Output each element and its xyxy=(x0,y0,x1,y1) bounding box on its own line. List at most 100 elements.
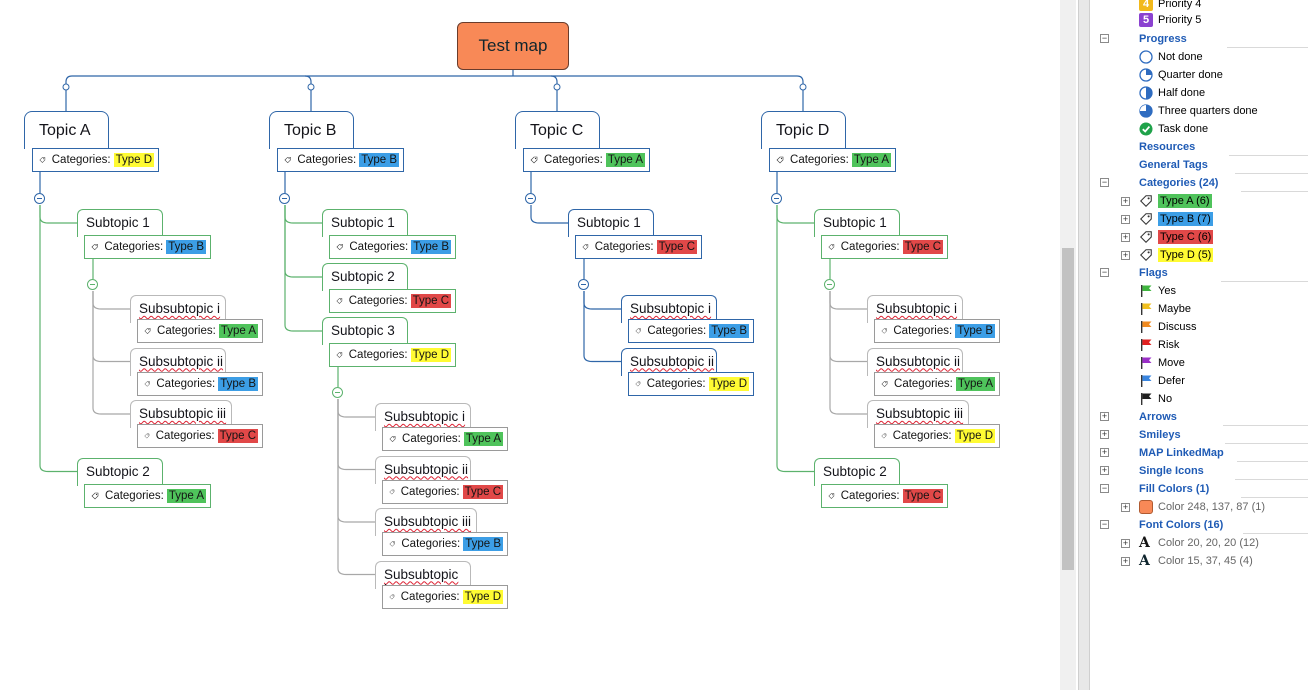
category-box[interactable]: Categories:Type C xyxy=(575,235,702,259)
marker-group-header[interactable]: Fill Colors (1) xyxy=(1139,480,1209,498)
expand-group-toggle[interactable]: + xyxy=(1121,502,1130,512)
collapse-toggle[interactable] xyxy=(279,193,290,204)
category-box[interactable]: Categories:Type C xyxy=(137,424,263,448)
marker-group-header[interactable]: Categories (24) xyxy=(1139,174,1218,192)
category-box[interactable]: Categories:Type A xyxy=(523,148,650,172)
category-box[interactable]: Categories:Type D xyxy=(382,584,508,609)
collapse-group-toggle[interactable]: − xyxy=(1100,267,1109,277)
marker-group-header[interactable]: Single Icons xyxy=(1139,462,1204,480)
category-filter-item[interactable]: Type B (7) xyxy=(1139,210,1213,228)
expand-group-toggle[interactable]: + xyxy=(1121,214,1130,224)
expand-group-toggle[interactable]: + xyxy=(1121,556,1130,566)
expand-group-toggle[interactable]: + xyxy=(1121,250,1130,260)
category-box[interactable]: Categories:Type B xyxy=(277,148,404,172)
category-box[interactable]: Categories:Type D xyxy=(329,343,456,367)
scrollbar-thumb[interactable] xyxy=(1062,248,1074,570)
collapse-toggle[interactable] xyxy=(34,193,45,204)
expand-group-toggle[interactable]: + xyxy=(1100,411,1109,421)
marker-group-header[interactable]: Arrows xyxy=(1139,408,1177,426)
fill-color-item[interactable]: Color 248, 137, 87 (1) xyxy=(1139,498,1265,516)
subsubtopic-node[interactable]: Subsubtopic iii xyxy=(867,400,969,428)
flag-item[interactable]: Maybe xyxy=(1139,300,1191,318)
subsubtopic-node[interactable]: Subsubtopic ii xyxy=(867,347,963,376)
category-box[interactable]: Categories:Type C xyxy=(821,483,948,508)
marker-group-header[interactable]: Font Colors (16) xyxy=(1139,516,1223,534)
category-box[interactable]: Categories:Type C xyxy=(821,235,948,259)
marker-group-header[interactable]: General Tags xyxy=(1139,156,1208,174)
marker-group-header[interactable]: Progress xyxy=(1139,30,1187,48)
flag-item[interactable]: Yes xyxy=(1139,282,1176,300)
expand-group-toggle[interactable]: + xyxy=(1100,465,1109,475)
collapse-group-toggle[interactable]: − xyxy=(1100,177,1109,187)
topic-node[interactable]: Topic B xyxy=(269,111,354,149)
flag-item[interactable]: Move xyxy=(1139,354,1185,372)
category-box[interactable]: Categories:Type B xyxy=(329,235,456,259)
subsubtopic-node[interactable]: Subsubtopic i xyxy=(621,295,717,323)
category-box[interactable]: Categories:Type A xyxy=(382,427,508,451)
subsubtopic-node[interactable]: Subsubtopic iii xyxy=(375,508,477,536)
subsubtopic-node[interactable]: Subsubtopic ii xyxy=(375,455,471,484)
category-box[interactable]: Categories:Type D xyxy=(874,424,1000,448)
subsubtopic-node[interactable]: Subsubtopic iii xyxy=(130,400,232,428)
flag-item[interactable]: Defer xyxy=(1139,372,1185,390)
category-box[interactable]: Categories:Type A xyxy=(769,148,896,172)
topic-node[interactable]: Topic A xyxy=(24,111,109,149)
marker-group-header[interactable]: Resources xyxy=(1139,138,1195,156)
category-box[interactable]: Categories:Type B xyxy=(382,532,508,556)
expand-group-toggle[interactable]: + xyxy=(1121,538,1130,548)
category-box[interactable]: Categories:Type D xyxy=(628,371,754,396)
category-filter-item[interactable]: Type D (5) xyxy=(1139,246,1214,264)
collapse-toggle[interactable] xyxy=(771,193,782,204)
collapse-toggle[interactable] xyxy=(578,279,589,290)
subtopic-node[interactable]: Subtopic 2 xyxy=(814,457,900,486)
progress-item[interactable]: Task done xyxy=(1139,120,1208,138)
collapse-group-toggle[interactable]: − xyxy=(1100,483,1109,493)
collapse-group-toggle[interactable]: − xyxy=(1100,519,1109,529)
category-box[interactable]: Categories:Type A xyxy=(137,319,263,343)
panel-splitter[interactable] xyxy=(1078,0,1090,690)
category-box[interactable]: Categories:Type B xyxy=(874,319,1000,343)
category-filter-item[interactable]: Type C (6) xyxy=(1139,228,1214,246)
collapse-toggle[interactable] xyxy=(87,279,98,290)
collapse-toggle[interactable] xyxy=(332,387,343,398)
progress-item[interactable]: Three quarters done xyxy=(1139,102,1258,120)
progress-item[interactable]: Half done xyxy=(1139,84,1205,102)
expand-group-toggle[interactable]: + xyxy=(1121,196,1130,206)
category-box[interactable]: Categories:Type A xyxy=(874,371,1000,396)
expand-group-toggle[interactable]: + xyxy=(1100,447,1109,457)
subtopic-node[interactable]: Subtopic 3 xyxy=(322,317,408,345)
collapse-group-toggle[interactable]: − xyxy=(1100,33,1109,43)
category-box[interactable]: Categories:Type D xyxy=(32,148,159,172)
subsubtopic-node[interactable]: Subsubtopic ii xyxy=(130,347,226,376)
collapse-toggle[interactable] xyxy=(824,279,835,290)
collapse-toggle[interactable] xyxy=(525,193,536,204)
progress-item[interactable]: Quarter done xyxy=(1139,66,1223,84)
progress-item[interactable]: Not done xyxy=(1139,48,1203,66)
category-box[interactable]: Categories:Type A xyxy=(84,483,211,508)
topic-node[interactable]: Topic C xyxy=(515,111,600,149)
flag-item[interactable]: Discuss xyxy=(1139,318,1197,336)
subtopic-node[interactable]: Subtopic 2 xyxy=(322,263,408,291)
category-filter-item[interactable]: Type A (6) xyxy=(1139,192,1212,210)
category-box[interactable]: Categories:Type B xyxy=(628,319,754,343)
category-box[interactable]: Categories:Type C xyxy=(329,289,456,313)
subtopic-node[interactable]: Subtopic 1 xyxy=(322,209,408,237)
subsubtopic-node[interactable]: Subsubtopic ii xyxy=(621,347,717,376)
subtopic-node[interactable]: Subtopic 1 xyxy=(77,209,163,237)
subsubtopic-node[interactable]: Subsubtopic i xyxy=(867,295,963,323)
subtopic-node[interactable]: Subtopic 1 xyxy=(568,209,654,237)
flag-item[interactable]: No xyxy=(1139,390,1172,408)
category-box[interactable]: Categories:Type B xyxy=(137,371,263,396)
expand-group-toggle[interactable]: + xyxy=(1100,429,1109,439)
topic-node[interactable]: Topic D xyxy=(761,111,846,149)
expand-group-toggle[interactable]: + xyxy=(1121,232,1130,242)
marker-group-header[interactable]: Smileys xyxy=(1139,426,1181,444)
central-topic[interactable]: Test map xyxy=(457,22,569,70)
subsubtopic-node[interactable]: Subsubtopic i xyxy=(130,295,226,323)
subsubtopic-node[interactable]: Subsubtopic i xyxy=(375,403,471,431)
subtopic-node[interactable]: Subtopic 1 xyxy=(814,209,900,237)
